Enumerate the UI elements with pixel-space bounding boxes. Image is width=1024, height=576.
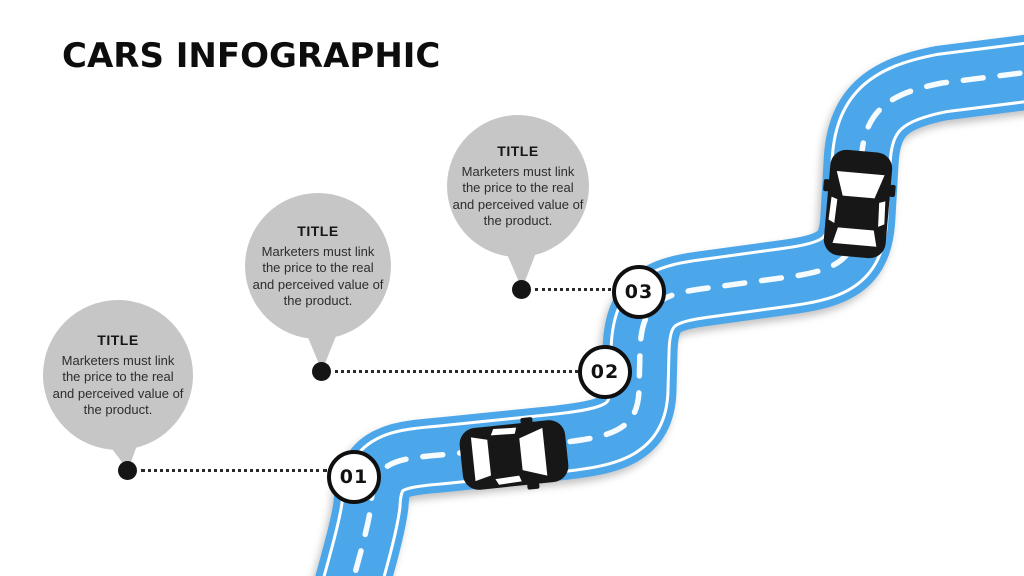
step-1-anchor-dot (118, 461, 137, 480)
step-3-description: Marketers must link the price to the rea… (452, 163, 584, 229)
step-3-anchor-dot (512, 280, 531, 299)
road (315, 34, 1024, 576)
step-1-dotted-connector (141, 469, 327, 472)
step-1-title: TITLE (97, 331, 139, 348)
step-2-bubble: TITLE Marketers must link the price to t… (245, 193, 391, 339)
bubble-tail-3 (504, 247, 537, 289)
step-1-number-badge: 01 (327, 450, 381, 504)
step-2-dotted-connector (335, 370, 578, 373)
step-2-anchor-dot (312, 362, 331, 381)
step-3-dotted-connector (535, 288, 611, 291)
road-edge-lines (322, 41, 1024, 576)
step-3-number-badge: 03 (612, 265, 666, 319)
step-1-bubble: TITLE Marketers must link the price to t… (43, 300, 193, 450)
step-2-title: TITLE (297, 222, 339, 239)
step-3-bubble: TITLE Marketers must link the price to t… (447, 115, 589, 257)
page-title: CARS INFOGRAPHIC (62, 36, 441, 76)
step-2-description: Marketers must link the price to the rea… (252, 243, 384, 309)
step-1-description: Marketers must link the price to the rea… (52, 352, 184, 418)
step-2-number-badge: 02 (578, 345, 632, 399)
step-3-title: TITLE (497, 142, 539, 159)
